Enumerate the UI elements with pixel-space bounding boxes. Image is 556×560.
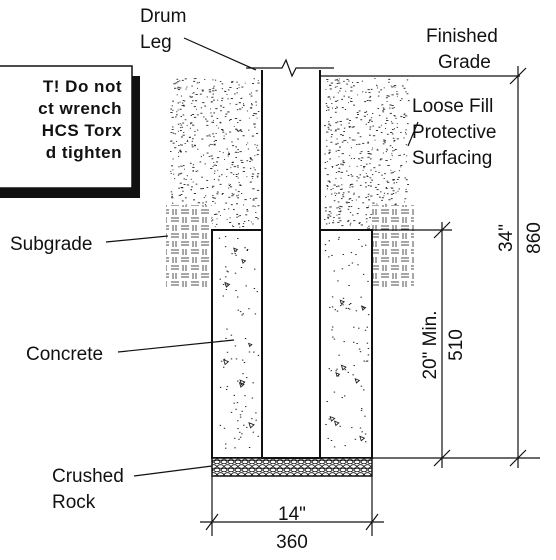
subgrade-soil — [166, 205, 414, 287]
drum-leg-label-1: Drum — [140, 6, 186, 27]
concrete-label: Concrete — [26, 344, 103, 365]
concrete-aggregate — [218, 236, 370, 449]
min-depth-dimension — [372, 221, 540, 468]
total-depth-dimension — [509, 66, 527, 468]
total-depth-inches-label: 34" — [496, 224, 517, 252]
note-line-4: d tighten — [46, 143, 122, 162]
crushed-rock-layer — [211, 457, 373, 477]
crushed-rock-label-2: Rock — [52, 492, 96, 513]
min-depth-mm-label: 510 — [446, 329, 467, 361]
drum-leg — [246, 58, 334, 459]
drum-leg-label-2: Leg — [140, 32, 172, 53]
warning-note: T! Do not ct wrench HCS Torx d tighten — [0, 65, 140, 198]
finished-grade-label-1: Finished — [426, 26, 498, 47]
note-line-3: HCS Torx — [42, 121, 122, 140]
min-depth-inches-label: 20" Min. — [420, 310, 441, 379]
note-line-1: T! Do not — [43, 77, 122, 96]
leader-lines — [105, 37, 419, 477]
loose-fill-label-1: Loose Fill — [412, 96, 493, 117]
loose-fill-label-2: Protective — [412, 122, 496, 143]
finished-grade-label-2: Grade — [438, 52, 491, 73]
total-depth-mm-label: 860 — [524, 222, 545, 254]
width-dimension — [200, 476, 384, 536]
width-mm-label: 360 — [276, 532, 308, 553]
loose-fill-label-3: Surfacing — [412, 148, 492, 169]
subgrade-label: Subgrade — [10, 234, 92, 255]
crushed-rock-label-1: Crushed — [52, 466, 124, 487]
width-inches-label: 14" — [278, 504, 306, 525]
note-line-2: ct wrench — [38, 99, 122, 118]
